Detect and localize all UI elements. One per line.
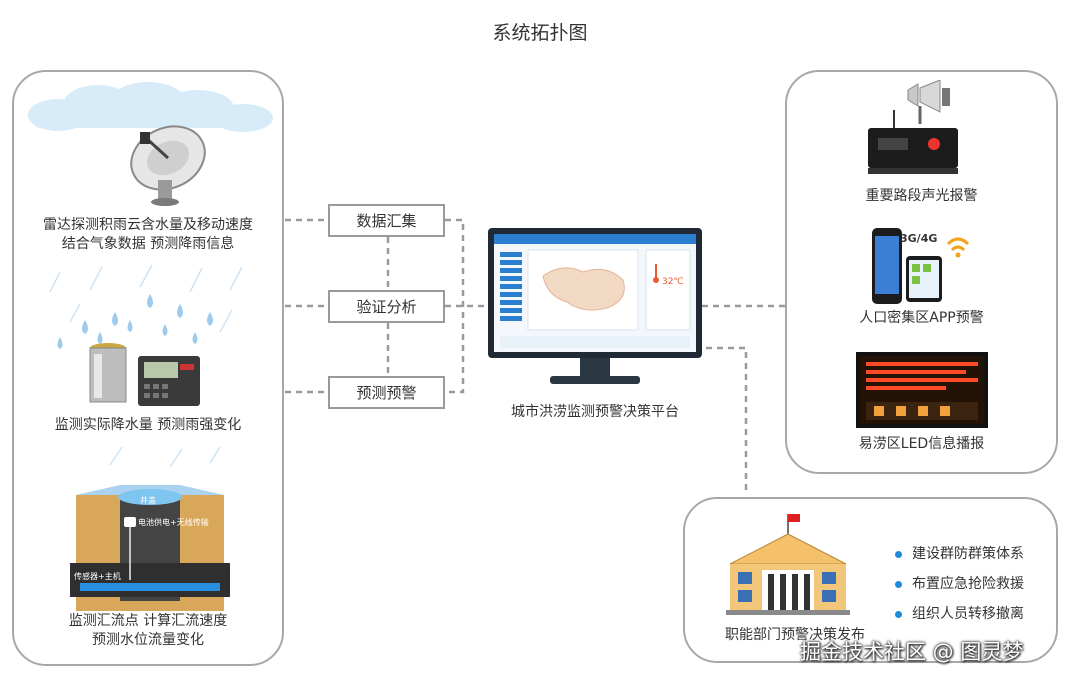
radar-dish-icon bbox=[130, 125, 206, 206]
verify-analysis-box: 验证分析 bbox=[328, 290, 445, 323]
bullet-dot-icon bbox=[895, 580, 902, 588]
mobile-app-icon: 3G/4G bbox=[872, 228, 970, 304]
rain-gauge-icon bbox=[89, 343, 127, 403]
page-title: 系统拓扑图 bbox=[492, 22, 588, 44]
forecast-warning-box: 预测预警 bbox=[328, 376, 445, 409]
platform-monitor: 32℃ bbox=[488, 228, 702, 384]
led-board-icon bbox=[856, 352, 988, 428]
watermark: 掘金技术社区 @ 图灵梦 bbox=[800, 640, 1024, 664]
bullet-dot-icon bbox=[895, 550, 902, 558]
department-caption: 职能部门预警决策发布 bbox=[725, 627, 865, 643]
rain-caption: 监测实际降水量 预测雨强变化 bbox=[54, 417, 242, 433]
government-building-icon bbox=[726, 514, 850, 615]
power-label: 电池供电+无线传输 bbox=[138, 517, 209, 527]
network-label: 3G/4G bbox=[900, 232, 937, 245]
bullet-item: 布置应急抢险救援 bbox=[895, 573, 1024, 593]
sensor-label: 传感器+主机 bbox=[74, 571, 121, 581]
well-caption-2: 预测水位流量变化 bbox=[92, 632, 204, 648]
radar-illustration bbox=[28, 82, 273, 206]
radar-caption-1: 雷达探测积雨云含水量及移动速度 bbox=[43, 217, 253, 233]
manhole-illustration: 井盖 电池供电+无线传输 传感器+主机 bbox=[70, 446, 230, 611]
sound-light-caption: 重要路段声光报警 bbox=[865, 188, 978, 204]
led-alert-caption: 易涝区LED信息播报 bbox=[858, 436, 985, 452]
screen-temp: 32℃ bbox=[662, 277, 684, 287]
platform-label: 城市洪涝监测预警决策平台 bbox=[511, 404, 679, 420]
sound-light-alarm-icon bbox=[868, 80, 958, 174]
wifi-signal-icon bbox=[946, 237, 970, 252]
bullet-dot-icon bbox=[895, 610, 902, 618]
app-alert-caption: 人口密集区APP预警 bbox=[859, 310, 984, 326]
data-collect-box: 数据汇集 bbox=[328, 204, 445, 237]
radar-caption-2: 结合气象数据 预测降雨信息 bbox=[61, 236, 235, 252]
data-logger-icon bbox=[138, 356, 200, 406]
bullet-item: 组织人员转移撤离 bbox=[895, 603, 1024, 623]
raindrop-icons bbox=[57, 294, 213, 349]
well-caption-1: 监测汇流点 计算汇流速度 bbox=[68, 613, 228, 629]
well-label: 井盖 bbox=[140, 495, 156, 505]
bullet-item: 建设群防群策体系 bbox=[895, 543, 1024, 563]
rain-gauge-illustration bbox=[49, 264, 243, 406]
